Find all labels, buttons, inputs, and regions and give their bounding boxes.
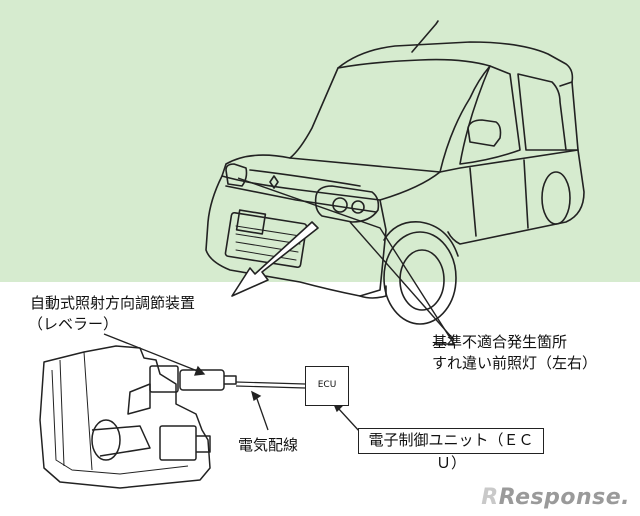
beam-arrow	[231, 221, 319, 297]
antenna	[411, 20, 439, 53]
top-background-panel	[0, 0, 640, 282]
headlamp-label: すれ違い前照灯（左右）	[432, 354, 598, 372]
car-roof	[337, 41, 574, 83]
response-logo: RResponse.	[481, 485, 630, 510]
logo-text: Response.	[498, 485, 630, 510]
ecu-description-box: 電子制御ユニット（ＥＣＵ）	[358, 428, 544, 472]
wiring-label: 電気配線	[238, 436, 299, 454]
rear-wheel	[541, 171, 571, 225]
license-plate	[235, 209, 267, 235]
leveler-subtitle-label: （レベラー）	[28, 315, 119, 333]
leveler-title-label: 自動式照射方向調節装置	[30, 294, 196, 312]
car-side-window-front	[459, 65, 521, 165]
wiring-leader	[255, 395, 269, 431]
front-grille-lower	[224, 211, 308, 269]
ecu-module: ECU	[305, 366, 349, 406]
right-headlamp	[225, 163, 248, 187]
car-rear-pillar	[559, 81, 579, 151]
car-body-side	[439, 149, 585, 245]
front-wheel-outer	[383, 231, 457, 325]
leader-line-left	[349, 221, 455, 341]
front-wheel-inner	[399, 249, 445, 311]
leader-line-right	[237, 177, 455, 345]
car-side-window-rear	[517, 73, 567, 151]
wiring-harness	[235, 381, 306, 389]
car-front	[205, 175, 387, 297]
logo-mark: R	[481, 485, 499, 510]
emblem	[269, 175, 279, 189]
defect-location-label: 基準不適合発生箇所	[432, 333, 568, 351]
leveler-leader	[103, 333, 201, 373]
side-mirror	[467, 119, 502, 147]
car-windshield	[289, 58, 491, 173]
left-headlamp	[314, 185, 380, 223]
ecu-leader	[337, 407, 361, 433]
